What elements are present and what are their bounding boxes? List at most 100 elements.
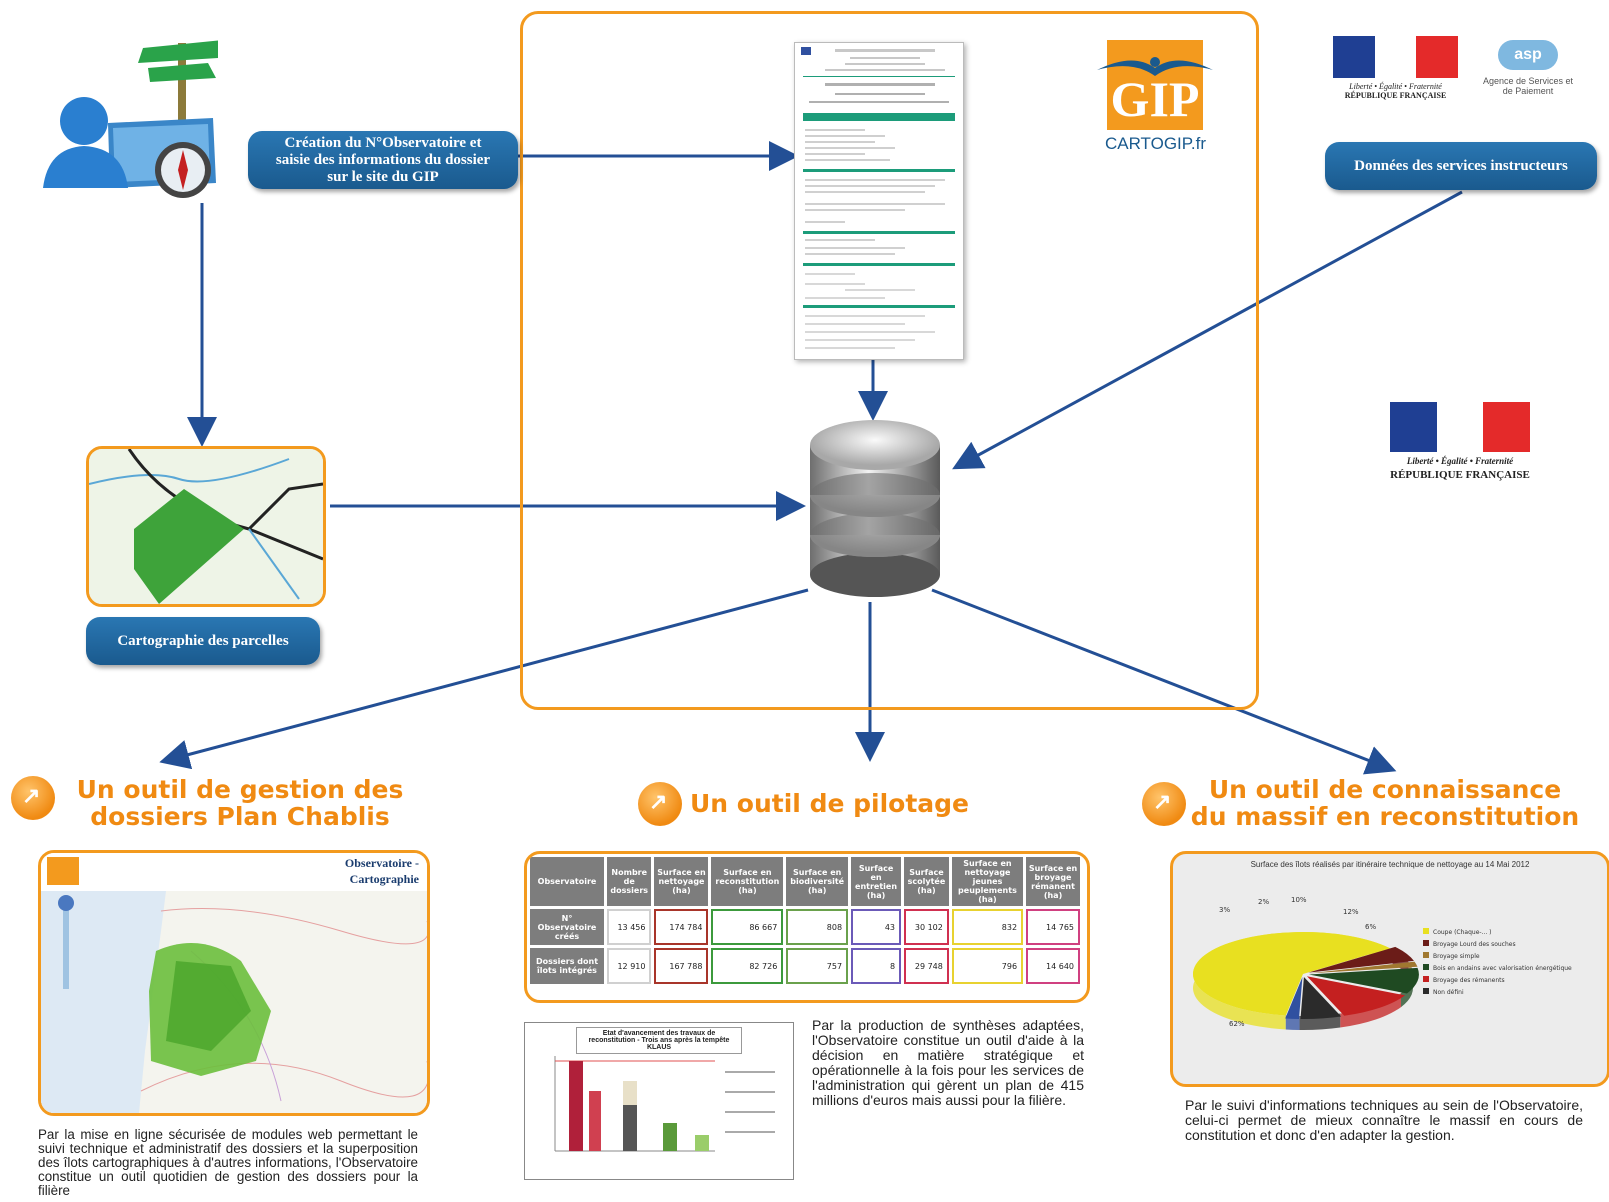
rf-motto-top: Liberté • Égalité • Fraternité (1349, 82, 1442, 91)
gip-mini-logo (47, 857, 79, 885)
table-cell: 82 726 (711, 948, 784, 984)
legend-label: Broyage Lourd des souches (1433, 941, 1516, 948)
pie-slice (1308, 967, 1419, 994)
pilotage-table-frame: Observatoire Nombre de dossiers Surface … (524, 851, 1090, 1003)
pilotage-title: Un outil de pilotage (690, 789, 970, 818)
gestion-map-screenshot: Observatoire - Cartographie (38, 850, 430, 1116)
creation-pill: Création du N°Observatoire et saisie des… (248, 131, 518, 189)
pie-slice (1308, 946, 1414, 973)
legend-label: Bois en andains avec valorisation énergé… (1433, 965, 1572, 972)
pie-chart: 3% 2% 10% 12% 6% 62% Coupe (Chaque-... ) Broyag… (1193, 896, 1572, 1030)
pilotage-minichart: Etat d'avancement des travaux de reconst… (524, 1022, 794, 1180)
pie-title: Surface des îlots réalisés par itinérair… (1250, 860, 1530, 869)
table-header: Surface en nettoyage jeunes peuplements … (951, 857, 1024, 906)
minichart-bars (554, 1056, 775, 1152)
pie-data-label: 10% (1291, 896, 1307, 904)
rf-name-top: RÉPUBLIQUE FRANÇAISE (1344, 91, 1447, 100)
pie-slice (1193, 932, 1390, 1016)
arrow-db-to-gestion (159, 588, 809, 770)
legend-label: Broyage des rémanents (1433, 977, 1505, 984)
row-label: N° Observatoire créés (530, 909, 604, 945)
table-header: Surface en entretien (ha) (851, 857, 902, 906)
pie-slice (1300, 976, 1342, 1019)
pilotage-badge-icon (638, 782, 682, 826)
pie-data-label: 6% (1365, 923, 1376, 931)
row-label: Dossiers dont îlots intégrés (530, 948, 604, 984)
connaissance-badge-icon (1142, 782, 1186, 826)
table-cell: 14 640 (1026, 948, 1080, 984)
arrow-db-to-connaissance (931, 588, 1397, 775)
connaissance-chart-frame: Surface des îlots réalisés par itinérair… (1170, 851, 1609, 1087)
creation-label: Création du N°Observatoire et saisie des… (275, 134, 491, 185)
parcel-map-illustration (86, 446, 326, 607)
pie-data-label: 62% (1229, 1020, 1245, 1028)
pie-slice (1285, 976, 1303, 1019)
gip-letters: GIP (1110, 71, 1200, 127)
central-frame (520, 11, 1259, 710)
gip-logo: GIP CARTOGIP.fr (1093, 40, 1218, 160)
table-cell: 86 667 (711, 909, 784, 945)
legend-label: Broyage simple (1433, 953, 1480, 960)
pilotage-desc: Par la production de synthèses adaptées,… (812, 1017, 1084, 1108)
asp-logo: asp Agence de Services et de Paiement (1478, 40, 1578, 96)
table-header: Surface en broyage rémanent (ha) (1026, 857, 1080, 906)
user-gps-icon (38, 18, 223, 203)
pie-data-label: 3% (1219, 906, 1230, 914)
map-title: Observatoire - Cartographie (344, 856, 419, 886)
table-cell: 30 102 (904, 909, 949, 945)
pie-slice (1306, 976, 1405, 1016)
table-header: Surface en nettoyage (ha) (654, 857, 709, 906)
database-icon (805, 415, 945, 600)
table-cell: 29 748 (904, 948, 949, 984)
table-header: Surface scolytée (ha) (904, 857, 949, 906)
legend-swatch (1423, 928, 1429, 934)
table-cell: 13 456 (607, 909, 652, 945)
table-header: Surface en biodiversité (ha) (786, 857, 849, 906)
connaissance-title: Un outil de connaissance du massif en re… (1190, 775, 1580, 831)
pie-data-label: 12% (1343, 908, 1359, 916)
table-cell: 757 (786, 948, 849, 984)
table-header: Nombre de dossiers (607, 857, 652, 906)
gestion-title: Un outil de gestion des dossiers Plan Ch… (76, 775, 404, 831)
table-cell: 796 (951, 948, 1024, 984)
table-cell: 8 (851, 948, 902, 984)
table-header: Surface en reconstitution (ha) (711, 857, 784, 906)
gestion-desc: Par la mise en ligne sécurisée de module… (38, 1127, 418, 1198)
regional-map (41, 891, 427, 1113)
rf-name-middle: RÉPUBLIQUE FRANÇAISE (1390, 469, 1530, 481)
connaissance-desc: Par le suivi d'informations techniques a… (1185, 1097, 1583, 1143)
table-cell: 174 784 (654, 909, 709, 945)
rf-logo-middle: Liberté • Égalité • Fraternité RÉPUBLIQU… (1390, 402, 1531, 481)
gip-site: CARTOGIP.fr (1104, 134, 1207, 153)
legend-swatch (1423, 940, 1429, 946)
legend-swatch (1423, 988, 1429, 994)
table-cell: 167 788 (654, 948, 709, 984)
pie-slice (1308, 961, 1418, 974)
legend-swatch (1423, 952, 1429, 958)
asp-letters: asp (1498, 40, 1558, 70)
gestion-badge-icon (11, 776, 55, 820)
asp-name: Agence de Services et de Paiement (1482, 76, 1574, 96)
table-cell: 14 765 (1026, 909, 1080, 945)
cartographie-label: Cartographie des parcelles (117, 632, 289, 649)
legend-swatch (1423, 976, 1429, 982)
table-cell: 12 910 (607, 948, 652, 984)
web-form-screenshot (794, 42, 964, 360)
pie-slice-side (1401, 967, 1413, 1008)
legend-label: Coupe (Chaque-... ) (1433, 929, 1492, 936)
rf-motto-middle: Liberté • Égalité • Fraternité (1406, 456, 1514, 466)
legend-label: Non défini (1433, 989, 1464, 996)
gip-bird-icon (1097, 57, 1213, 76)
table-cell: 43 (851, 909, 902, 945)
minichart-title: Etat d'avancement des travaux de reconst… (576, 1027, 742, 1054)
pie-data-label: 2% (1258, 898, 1269, 906)
table-cell: 808 (786, 909, 849, 945)
table-header-row: Observatoire Nombre de dossiers Surface … (530, 857, 1080, 906)
donnees-pill: Données des services instructeurs (1325, 142, 1597, 190)
donnees-label: Données des services instructeurs (1354, 157, 1568, 174)
pie-slice-side (1285, 1015, 1300, 1030)
table-row: Dossiers dont îlots intégrés 12 910 167 … (530, 948, 1080, 984)
table-cell: 832 (951, 909, 1024, 945)
table-row: N° Observatoire créés 13 456 174 784 86 … (530, 909, 1080, 945)
